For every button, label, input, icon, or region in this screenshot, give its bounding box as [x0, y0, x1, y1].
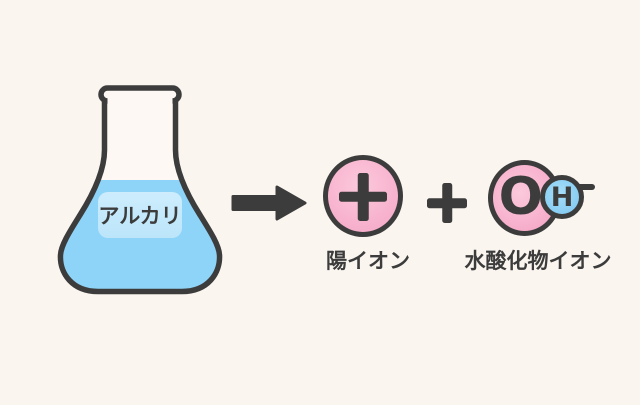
- oxygen-symbol: O: [498, 166, 543, 227]
- flask-outline: [57, 97, 223, 295]
- negative-charge-icon: [576, 184, 595, 190]
- flask-label: アルカリ: [98, 204, 181, 228]
- flask-neck-opening: [107, 97, 173, 106]
- hydroxide-label: 水酸化物イオン: [464, 249, 612, 273]
- cation-label: 陽イオン: [326, 249, 410, 273]
- plus-separator-vertical-bar: [442, 183, 452, 223]
- cation-circle: [323, 155, 403, 237]
- hydrogen-symbol: H: [550, 181, 574, 213]
- flask-label-plate: [98, 192, 182, 238]
- plus-symbol-icon: [339, 172, 387, 221]
- reaction-arrow-icon: [231, 185, 307, 221]
- plus-symbol-vertical-bar: [357, 172, 369, 221]
- plus-separator-icon: [427, 183, 467, 223]
- hydrogen-circle: H: [540, 175, 584, 219]
